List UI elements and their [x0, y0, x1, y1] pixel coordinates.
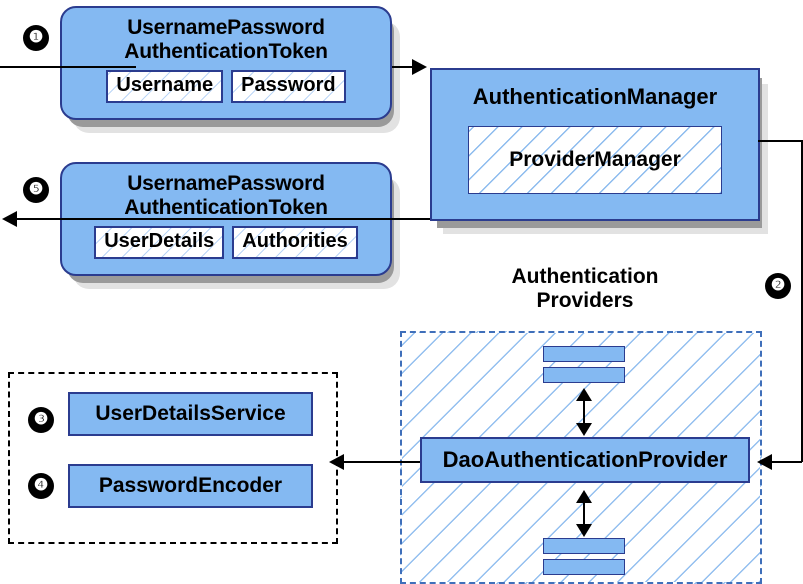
collapsed-provider-bottom-1[interactable] [543, 538, 625, 554]
step2-into-provider-line [762, 461, 802, 463]
response-token-fields: UserDetails Authorities [62, 226, 390, 260]
badge-step-4: ❹ [28, 473, 54, 499]
badge-step-2: ❷ [765, 273, 791, 299]
providers-title-line2: Providers [536, 289, 634, 313]
manager-to-response-line [16, 218, 430, 220]
authentication-providers-title: Authentication Providers [470, 265, 700, 313]
request-token-title-line1: UsernamePassword [127, 16, 325, 39]
incoming-request-line [0, 66, 136, 68]
authentication-manager-title: AuthenticationManager [472, 84, 718, 109]
field-user-details: UserDetails [94, 226, 225, 260]
step2-vertical-line [801, 140, 803, 462]
response-token-title-line1: UsernamePassword [127, 172, 325, 195]
collapsed-provider-top-1[interactable] [543, 346, 625, 362]
collapsed-provider-bottom-2[interactable] [543, 559, 625, 575]
manager-right-exit-line [758, 140, 803, 142]
provider-manager-box[interactable]: ProviderManager [468, 126, 722, 194]
providers-title-line1: Authentication [511, 265, 659, 288]
response-arrowhead [2, 211, 17, 227]
collapsed-provider-top-2[interactable] [543, 367, 625, 383]
dao-authentication-provider-box[interactable]: DaoAuthenticationProvider [420, 437, 750, 483]
password-encoder-box[interactable]: PasswordEncoder [68, 464, 313, 508]
badge-step-1: ❶ [23, 25, 49, 51]
provider-link-bottom-arrow-up [576, 490, 592, 503]
request-token-box[interactable]: UsernamePassword AuthenticationToken Use… [60, 6, 392, 120]
provider-to-dependencies-arrowhead [329, 454, 344, 470]
field-authorities: Authorities [232, 226, 358, 260]
provider-link-bottom-arrow-down [576, 524, 592, 537]
request-token-title: UsernamePassword AuthenticationToken [62, 8, 390, 63]
user-details-service-box[interactable]: UserDetailsService [68, 392, 313, 436]
badge-step-3: ❸ [28, 407, 54, 433]
provider-link-top-arrow-up [576, 388, 592, 401]
field-password: Password [231, 70, 346, 104]
badge-step-5: ❺ [23, 177, 49, 203]
token-to-manager-line [392, 66, 425, 68]
provider-link-bottom-line [583, 494, 585, 532]
field-username: Username [106, 70, 224, 104]
provider-to-dependencies-line [340, 461, 420, 463]
request-token-fields: Username Password [62, 70, 390, 104]
response-token-title: UsernamePassword AuthenticationToken [62, 164, 390, 219]
provider-link-top-arrow-down [576, 423, 592, 436]
step2-arrowhead [757, 454, 772, 470]
provider-link-top-line [583, 392, 585, 432]
token-to-manager-arrowhead [412, 59, 427, 75]
response-token-title-line2: AuthenticationToken [124, 195, 328, 219]
request-token-title-line2: AuthenticationToken [124, 39, 328, 63]
